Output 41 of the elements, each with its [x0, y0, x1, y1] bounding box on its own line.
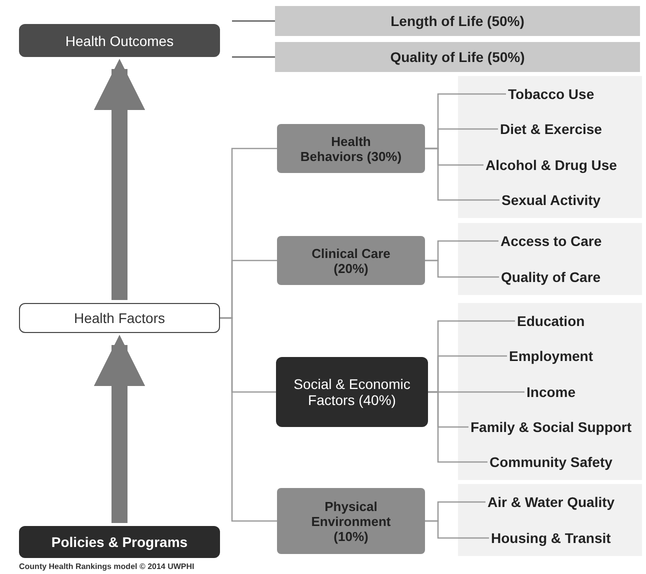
node-text: Alcohol & Drug Use	[486, 157, 617, 173]
node-text: Clinical Care (20%)	[310, 246, 392, 276]
node-text: Quality of Care	[501, 269, 601, 285]
outcome-box	[19, 24, 220, 57]
node-text: Health Behaviors (30%)	[299, 134, 403, 164]
caption: County Health Rankings model © 2014 UWPHI	[19, 562, 194, 571]
flow-arrow	[94, 334, 146, 523]
node-text: Family & Social Support	[470, 419, 632, 435]
node-text: Income	[526, 384, 576, 400]
connector-line	[425, 520, 489, 539]
flow-arrow	[94, 58, 146, 300]
node-text: Access to Care	[500, 233, 602, 249]
node-text: Diet & Exercise	[500, 121, 602, 137]
node-text: Health Factors	[74, 310, 166, 326]
category-box	[277, 488, 425, 554]
connector-line	[232, 56, 275, 58]
node-text: Sexual Activity	[502, 192, 601, 208]
category-box	[19, 526, 220, 558]
connector-line	[425, 148, 500, 201]
node-text: Community Safety	[490, 454, 612, 470]
connector-line	[428, 391, 488, 463]
node-text: Policies & Programs	[51, 534, 188, 550]
node-text: Education	[517, 313, 585, 329]
node-text: Health Outcomes	[65, 32, 174, 48]
node-text: Tobacco Use	[508, 86, 594, 102]
connector-line	[232, 20, 275, 22]
node-text: Quality of Life (50%)	[390, 49, 525, 65]
measure-band	[275, 42, 640, 72]
connector-line	[425, 260, 499, 278]
connector-line	[220, 317, 277, 522]
node-text: Physical Environment (10%)	[310, 498, 392, 544]
category-box	[277, 124, 425, 173]
node-text: Housing & Transit	[491, 530, 611, 546]
category-box	[276, 357, 428, 427]
node-text: Air & Water Quality	[488, 494, 615, 510]
node-text: Employment	[509, 348, 594, 364]
node-text: Social & Economic Factors (40%)	[292, 376, 412, 408]
factor-box	[19, 303, 220, 333]
category-box	[277, 236, 425, 285]
measure-band	[275, 6, 640, 36]
node-text: Length of Life (50%)	[390, 13, 524, 29]
